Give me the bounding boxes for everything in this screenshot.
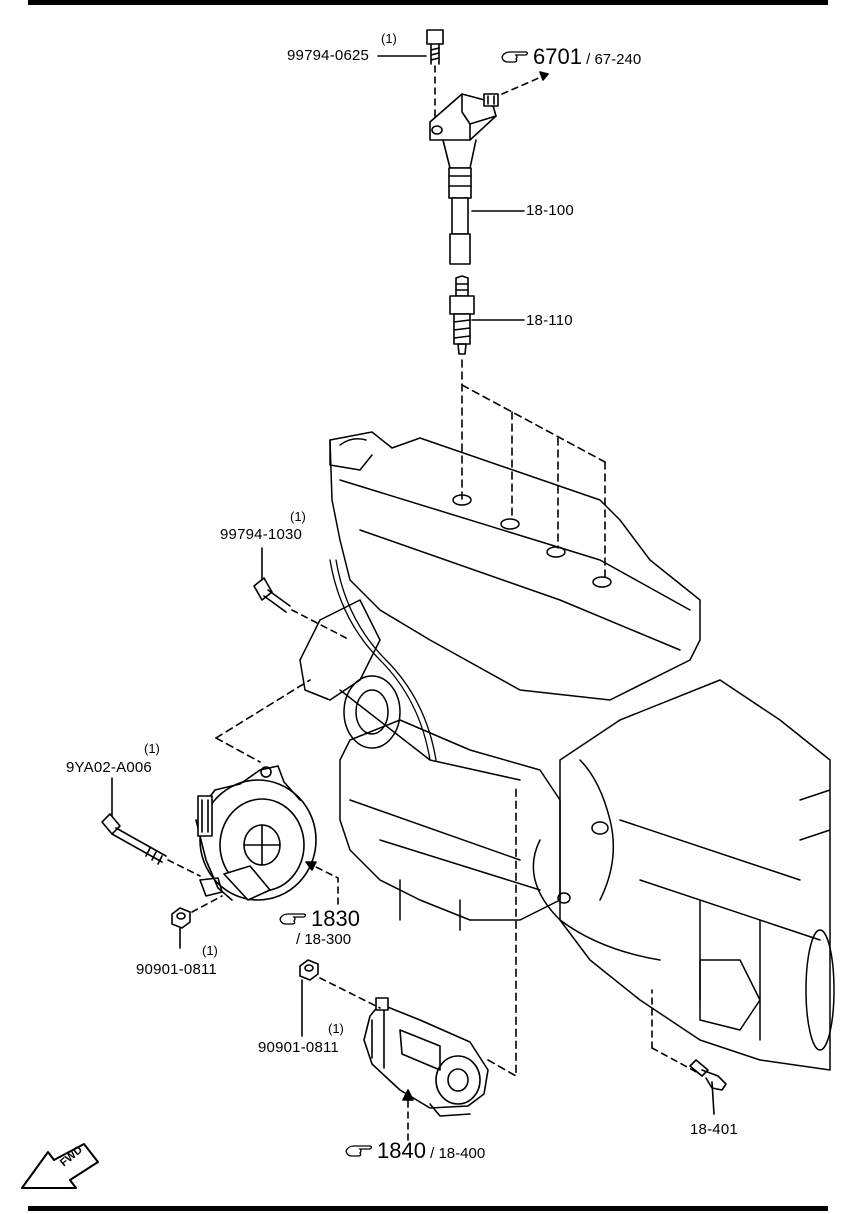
bolt-mid [253,577,291,613]
top-border [28,0,828,5]
part-number-plug: 18-110 [526,312,573,329]
qty-alt-nut: (1) [202,943,218,958]
pointing-hand-icon [501,51,529,63]
alternator-bolt [101,813,167,865]
alternator-nut [171,907,191,929]
ref-ignition: 6701 / 67-240 [500,46,641,68]
bolt-top [426,29,444,65]
fwd-arrow-icon [21,1143,99,1189]
qty-bolt-top: (1) [381,31,397,46]
part-number-coil: 18-100 [526,202,574,219]
bottom-border [28,1206,828,1211]
ref-starter-sub: 18-400 [438,1145,486,1162]
starter [363,997,489,1117]
part-number-bolt-mid: 99794-1030 [220,526,303,543]
part-number-bolt-18-401: 18-401 [690,1121,738,1138]
pointing-hand-icon [279,913,307,925]
ref-ignition-main: 6701 [533,44,582,69]
qty-starter-nut: (1) [328,1021,344,1036]
ref-alternator-main: 1830 [311,906,360,931]
ref-alternator: 1830 [278,908,360,930]
ref-ignition-sub: 67-240 [594,51,642,68]
part-number-starter-nut: 90901-0811 [258,1039,339,1056]
starter-nut [299,959,319,981]
ignition-coil [429,93,499,265]
qty-bolt-mid: (1) [290,509,306,524]
spark-plug [449,275,475,355]
ref-starter-main: 1840 [377,1138,426,1163]
engine-block [299,431,835,1071]
ref-starter: 1840 / 18-400 [344,1140,485,1162]
qty-alt-bolt: (1) [144,741,160,756]
ref-alternator-sub: 18-300 [304,931,352,948]
alternator [195,765,317,901]
ref-alternator-sub-wrap: / 18-300 [296,931,352,948]
part-number-alt-bolt: 9YA02-A006 [66,759,152,776]
bolt-18-401 [689,1059,727,1115]
part-number-bolt-top: 99794-0625 [287,47,370,64]
part-number-alt-nut: 90901-0811 [136,961,217,978]
pointing-hand-icon [345,1145,373,1157]
